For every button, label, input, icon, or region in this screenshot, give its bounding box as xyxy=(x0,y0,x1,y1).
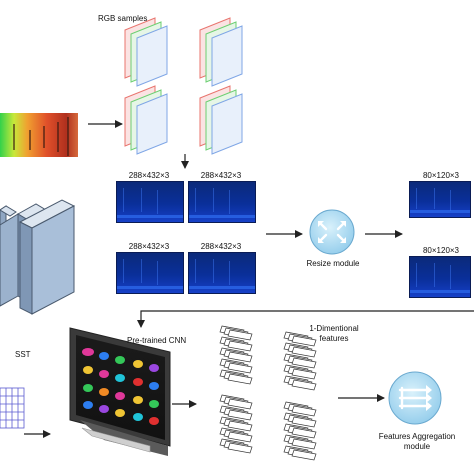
feature-sheet xyxy=(227,442,253,454)
arrow-loop-to-cnn xyxy=(137,310,474,328)
dimension-label-small-1: 80×120×3 xyxy=(422,171,460,180)
heat-strip xyxy=(0,113,78,157)
resize-module-label: Resize module xyxy=(306,259,360,268)
dimension-label-2: 288×432×3 xyxy=(200,171,242,180)
dimension-label-small-2: 80×120×3 xyxy=(422,246,460,255)
feature-sheet xyxy=(227,340,253,352)
sst-label: SST xyxy=(15,350,31,359)
rgb-sample-stack-4 xyxy=(199,85,243,155)
cnn-activation-grid xyxy=(82,348,159,425)
sst-grid xyxy=(0,387,25,429)
pretrained-cnn-label: Pre-trained CNN xyxy=(127,336,187,345)
resize-module xyxy=(309,209,355,255)
spectrogram-large-1 xyxy=(116,181,184,223)
dimension-label-4: 288×432×3 xyxy=(200,242,242,251)
feature-sheet xyxy=(291,346,317,358)
feature-map-slabs xyxy=(0,199,76,315)
feature-sheet xyxy=(291,438,317,450)
spectrogram-large-3 xyxy=(116,252,184,294)
feature-sheet xyxy=(291,405,317,417)
feature-sheet xyxy=(291,449,317,461)
feature-sheet xyxy=(227,409,253,421)
feature-sheet xyxy=(227,420,253,432)
feature-sheet-stacks xyxy=(219,325,317,461)
dimension-label-3: 288×432×3 xyxy=(128,242,170,251)
rgb-sample-stack-2 xyxy=(199,17,243,87)
feature-sheet xyxy=(227,431,253,443)
aggregation-module xyxy=(388,371,442,425)
one-dim-features-label: 1-Dimentional features xyxy=(309,324,359,343)
features-aggregation-label: Features Aggregation module xyxy=(378,432,456,451)
spectrogram-small-2 xyxy=(409,256,471,298)
feature-sheet xyxy=(227,362,253,374)
feature-sheet xyxy=(291,335,317,347)
feature-sheet xyxy=(291,427,317,439)
feature-sheet xyxy=(291,368,317,380)
feature-sheet xyxy=(291,416,317,428)
spectrogram-large-4 xyxy=(188,252,256,294)
dimension-label-1: 288×432×3 xyxy=(128,171,170,180)
rgb-sample-stack-3 xyxy=(124,85,168,155)
spectrogram-large-2 xyxy=(188,181,256,223)
rgb-sample-stack-1 xyxy=(124,17,168,87)
feature-sheet xyxy=(227,329,253,341)
four-way-arrows-icon xyxy=(318,221,346,243)
feature-sheet xyxy=(291,379,317,391)
feature-sheet xyxy=(227,373,253,385)
feature-sheet xyxy=(291,357,317,369)
rgb-samples-label: RGB samples xyxy=(98,14,148,23)
merge-arrows-icon xyxy=(398,385,432,411)
feature-sheet xyxy=(227,398,253,410)
feature-sheet xyxy=(227,351,253,363)
spectrogram-small-1 xyxy=(409,181,471,218)
monitor-icon xyxy=(69,327,171,456)
